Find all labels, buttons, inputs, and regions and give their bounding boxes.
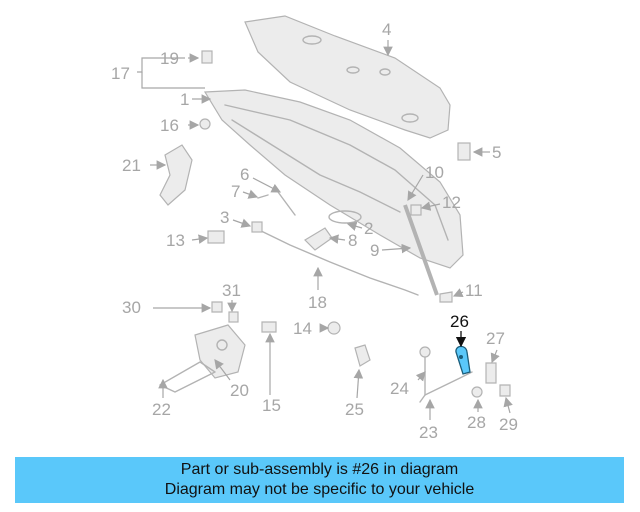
callout-18: 18 (308, 293, 327, 312)
callout-28: 28 (467, 413, 486, 432)
leader-lines (150, 40, 513, 420)
banner-line-1: Part or sub-assembly is #26 in diagram (180, 461, 459, 478)
hood-seal (254, 227, 419, 296)
hood-support-strut (403, 204, 439, 296)
bolt-6 (277, 191, 296, 216)
callout-11: 11 (465, 281, 483, 300)
hood-latch (159, 324, 246, 393)
bumper-16 (199, 118, 211, 130)
callout-16: 16 (160, 116, 179, 135)
clip-25 (354, 344, 371, 367)
clip-28 (471, 386, 483, 398)
callout-2: 2 (364, 219, 373, 238)
hood-hinge (159, 144, 193, 206)
callout-20: 20 (230, 381, 249, 400)
callout-24: 24 (390, 379, 409, 398)
hood-panel (203, 89, 464, 269)
callout-1: 1 (180, 90, 189, 109)
release-handle-26 (455, 345, 471, 375)
callout-29: 29 (499, 415, 518, 434)
callout-25: 25 (345, 400, 364, 419)
bracket-29 (499, 384, 511, 397)
bolt-7 (257, 194, 269, 199)
clip-3 (251, 221, 263, 233)
nut-31 (228, 311, 239, 323)
clip-19 (201, 50, 213, 64)
clip-5 (457, 142, 471, 161)
callout-8: 8 (348, 231, 357, 250)
parts-diagram: 17 19 1 16 21 4 5 6 7 10 12 3 2 13 8 9 1… (111, 15, 518, 442)
guide-27 (485, 362, 497, 384)
callout-labels: 17 19 1 16 21 4 5 6 7 10 12 3 2 13 8 9 1… (111, 20, 518, 442)
callout-23: 23 (419, 423, 438, 442)
callout-15: 15 (262, 396, 281, 415)
callout-27: 27 (486, 329, 505, 348)
bolt-30 (211, 301, 223, 313)
callout-14: 14 (293, 319, 312, 338)
release-cable (419, 371, 473, 403)
callout-4: 4 (382, 20, 391, 39)
callout-26: 26 (450, 312, 469, 331)
callout-5: 5 (492, 143, 501, 162)
callout-9: 9 (370, 241, 379, 260)
callout-12: 12 (442, 193, 461, 212)
hood-insulator (244, 15, 451, 139)
callout-6: 6 (240, 165, 249, 184)
callout-10: 10 (425, 163, 444, 182)
clip-12 (410, 204, 422, 216)
callout-21: 21 (122, 156, 141, 175)
hinge-bracket (304, 227, 333, 251)
callout-17: 17 (111, 64, 130, 83)
callout-13: 13 (166, 231, 185, 250)
info-banner: Part or sub-assembly is #26 in diagram D… (15, 457, 624, 503)
callout-22: 22 (152, 400, 171, 419)
callout-7: 7 (231, 182, 240, 201)
bumper-15 (261, 321, 277, 333)
banner-line-2: Diagram may not be specific to your vehi… (164, 481, 475, 498)
clip-11 (439, 291, 453, 303)
callout-31: 31 (222, 281, 241, 300)
callout-19: 19 (160, 49, 179, 68)
callout-30: 30 (122, 298, 141, 317)
callout-3: 3 (220, 208, 229, 227)
grommet-14 (327, 321, 341, 335)
bumper-13 (207, 230, 225, 244)
